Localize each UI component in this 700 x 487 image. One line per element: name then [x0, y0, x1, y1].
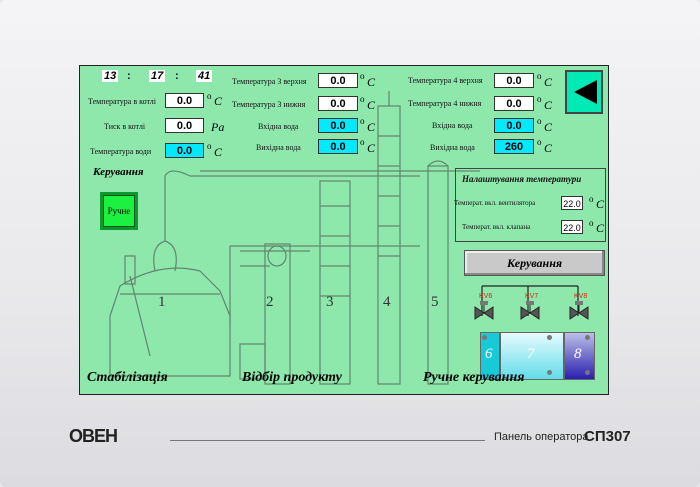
celsius-unit: C — [214, 94, 223, 108]
manual-mode-button[interactable]: Ручне — [100, 192, 138, 230]
col3-top-label: Температура 3 верхня — [232, 77, 307, 86]
device-title: Панель оператора — [494, 431, 589, 443]
col3-in-value: 0.0 — [318, 139, 358, 154]
col4-in-value: 260 — [494, 139, 534, 154]
section-manual-control: Ручне керування — [423, 370, 525, 385]
valve-temp-input[interactable]: 22.0 — [561, 220, 583, 234]
time-minutes: 17 — [149, 70, 166, 82]
col4-bottom-label: Температура 4 нижня — [408, 99, 482, 108]
valve-icon — [520, 301, 540, 320]
arrow-left-icon — [574, 80, 597, 104]
degree-symbol: o — [360, 116, 365, 126]
tank-bolt — [482, 335, 487, 340]
fan-temp-label: Температ. вкл. вентилятора — [454, 199, 536, 207]
celsius-unit: C — [544, 141, 553, 155]
control-label: Керування — [93, 166, 144, 178]
column-number-2: 2 — [266, 294, 274, 310]
distillation-diagram — [109, 91, 480, 385]
temperature-settings-panel: Налаштування температури Температ. вкл. … — [454, 168, 606, 242]
time-seconds: 41 — [196, 70, 213, 82]
celsius-unit: C — [544, 98, 553, 112]
degree-symbol: o — [537, 137, 542, 147]
degree-symbol: o — [537, 94, 542, 104]
celsius-unit: C — [596, 197, 605, 211]
celsius-unit: C — [214, 145, 223, 159]
degree-symbol: o — [207, 141, 212, 151]
degree-symbol: o — [360, 71, 365, 81]
back-button[interactable] — [565, 70, 603, 114]
col4-top-value: 0.0 — [494, 73, 534, 88]
time-hours: 13 — [102, 70, 119, 82]
valve-kv6[interactable]: KV6 — [473, 293, 495, 323]
tank-6: 6 — [480, 332, 500, 380]
section-product-withdrawal: Відбір продукту — [242, 370, 342, 385]
column-number-4: 4 — [383, 294, 391, 310]
hmi-screen: 13 : 17 : 41 Температура в котлі 0.0 o C… — [80, 66, 608, 394]
water-temp-value: 0.0 — [165, 143, 204, 158]
celsius-unit: C — [367, 141, 376, 155]
column-number-1: 1 — [158, 294, 166, 310]
valve-temp-label: Температ. вкл. клапана — [462, 223, 531, 231]
celsius-unit: C — [367, 120, 376, 134]
valve-label: KV7 — [525, 293, 539, 300]
tank-bolt — [585, 370, 590, 375]
water-temp-label: Температура води — [90, 147, 152, 156]
tank-8: 8 — [564, 332, 595, 380]
valve-kv8[interactable]: KV8 — [568, 293, 590, 323]
settings-title: Налаштування температури — [462, 174, 582, 184]
col3-out-label: Вхідна вода — [258, 122, 299, 131]
tank-number: 6 — [485, 346, 493, 362]
celsius-unit: C — [367, 98, 376, 112]
valve-label: KV8 — [574, 293, 588, 300]
col3-bottom-label: Температура 3 нижня — [232, 100, 306, 109]
degree-symbol: o — [207, 91, 212, 101]
degree-symbol: o — [537, 116, 542, 126]
col3-top-value: 0.0 — [318, 73, 358, 88]
degree-symbol: o — [589, 218, 594, 228]
bezel-divider — [170, 440, 485, 441]
tank-bolt — [547, 370, 552, 375]
col3-bottom-value: 0.0 — [318, 96, 358, 111]
valve-icon — [569, 301, 589, 320]
pressure-unit: Pa — [211, 120, 225, 134]
col4-top-label: Температура 4 верхня — [408, 76, 483, 85]
col3-in-label: Вихідна вода — [256, 143, 301, 152]
time-separator: : — [175, 70, 179, 82]
tank-number: 8 — [574, 346, 582, 362]
tank-7: 7 — [500, 332, 564, 380]
fan-temp-input[interactable]: 22.0 — [561, 196, 583, 210]
boiler-pressure-value: 0.0 — [165, 118, 204, 133]
valve-kv7[interactable]: KV7 — [519, 293, 541, 323]
device-model: СП307 — [584, 428, 631, 445]
valve-icon — [474, 301, 494, 320]
col3-out-value: 0.0 — [318, 118, 358, 133]
control-button[interactable]: Керування — [464, 250, 605, 276]
col4-out-label: Вхідна вода — [432, 121, 473, 130]
valve-label: KV6 — [479, 293, 493, 300]
col4-out-value: 0.0 — [494, 118, 534, 133]
degree-symbol: o — [360, 94, 365, 104]
column-number-5: 5 — [431, 294, 439, 310]
time-separator: : — [127, 70, 131, 82]
brand-logo: ОВЕН — [69, 426, 118, 446]
celsius-unit: C — [596, 221, 605, 235]
section-stabilization: Стабілізація — [87, 370, 168, 385]
tank-bolt — [547, 335, 552, 340]
boiler-temp-value: 0.0 — [165, 93, 204, 108]
celsius-unit: C — [544, 120, 553, 134]
degree-symbol: o — [589, 194, 594, 204]
tank-bolt — [585, 335, 590, 340]
degree-symbol: o — [360, 137, 365, 147]
col4-in-label: Вихідна вода — [430, 143, 475, 152]
celsius-unit: C — [367, 75, 376, 89]
column-number-3: 3 — [326, 294, 334, 310]
col4-bottom-value: 0.0 — [494, 96, 534, 111]
tank-number: 7 — [527, 346, 535, 362]
degree-symbol: o — [537, 71, 542, 81]
boiler-pressure-label: Тиск в котлі — [104, 122, 146, 131]
boiler-temp-label: Температура в котлі — [88, 97, 156, 106]
manual-mode-label: Ручне — [103, 195, 135, 227]
celsius-unit: C — [544, 75, 553, 89]
